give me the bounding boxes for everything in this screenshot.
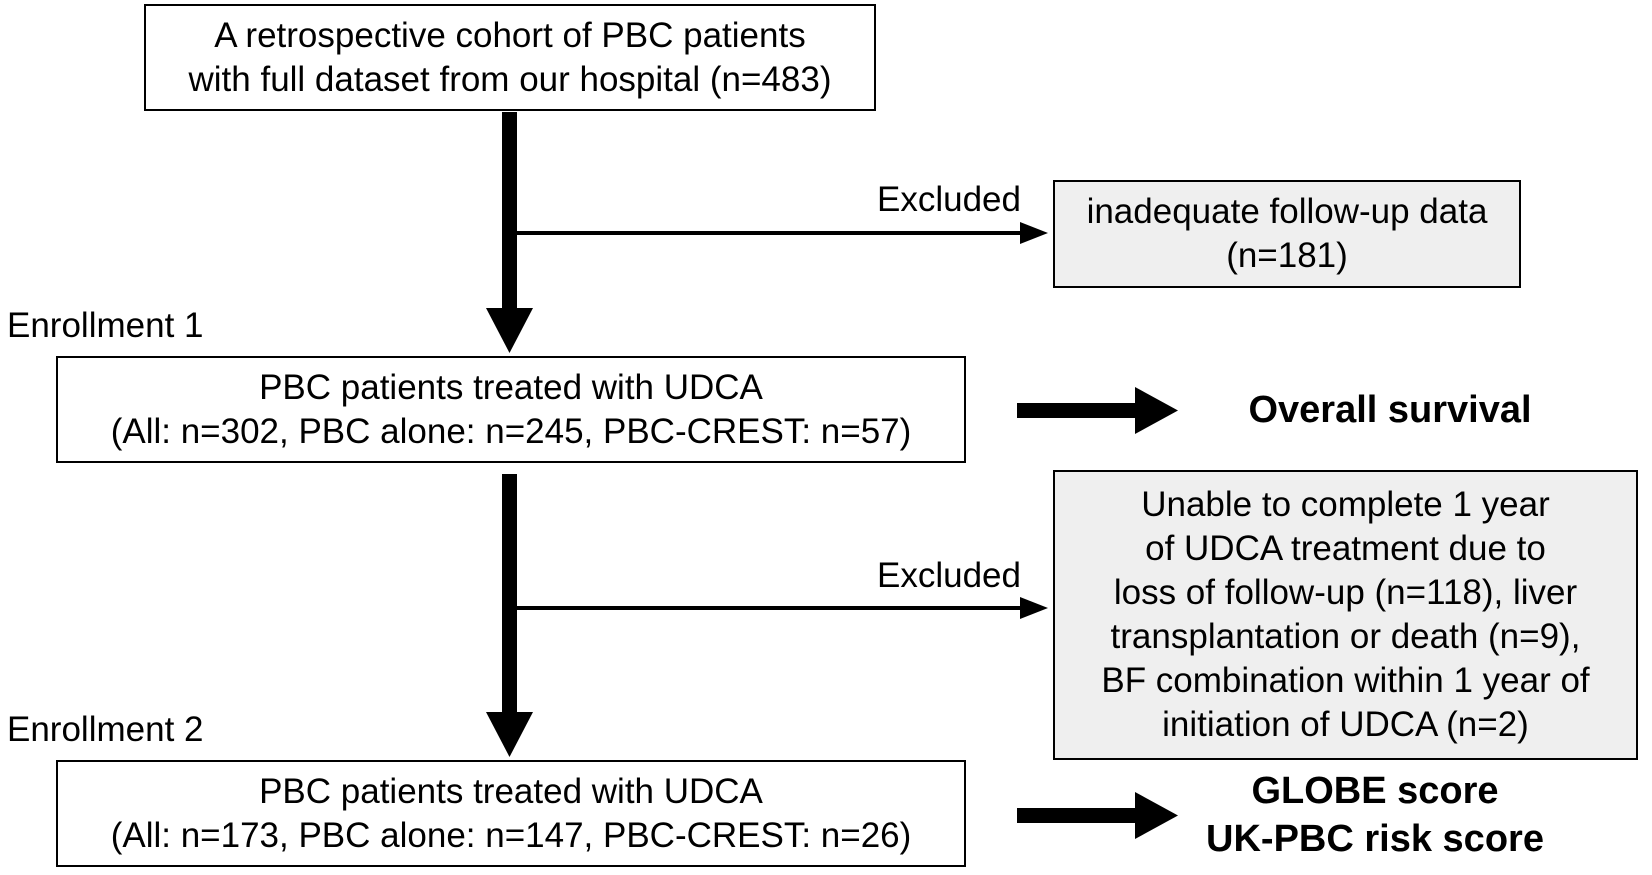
enrollment-1-box: PBC patients treated with UDCA (All: n=3… <box>56 356 966 463</box>
excluded-2-line-3: loss of follow-up (n=118), liver <box>1113 573 1578 612</box>
arrow-to-risk-scores <box>1017 792 1178 839</box>
arrow-exclusion-1 <box>509 222 1048 244</box>
cohort-line-2: with full dataset from our hospital (n=4… <box>188 59 832 99</box>
excluded-label-2: Excluded <box>877 556 1021 595</box>
arrow-to-overall-survival <box>1017 387 1178 434</box>
cohort-box: A retrospective cohort of PBC patients w… <box>144 4 876 111</box>
excluded-2-line-2: of UDCA treatment due to <box>1145 529 1546 568</box>
outcome-2-line-2: UK-PBC risk score <box>1206 818 1544 860</box>
excluded-box-1: inadequate follow-up data (n=181) <box>1053 180 1521 288</box>
excluded-2-line-6: initiation of UDCA (n=2) <box>1162 705 1529 744</box>
enrollment-1-line-1: PBC patients treated with UDCA <box>259 367 763 407</box>
excluded-box-2: Unable to complete 1 year of UDCA treatm… <box>1053 470 1638 760</box>
cohort-line-1: A retrospective cohort of PBC patients <box>214 15 806 55</box>
outcome-2-line-1: GLOBE score <box>1251 770 1499 812</box>
enrollment-2-line-2: (All: n=173, PBC alone: n=147, PBC-CREST… <box>110 815 912 855</box>
excluded-1-line-1: inadequate follow-up data <box>1086 192 1488 231</box>
excluded-2-line-1: Unable to complete 1 year <box>1141 485 1550 524</box>
enrollment-2-label: Enrollment 2 <box>7 710 204 749</box>
outcome-risk-scores: GLOBE score UK-PBC risk score <box>1185 767 1565 863</box>
enrollment-1-line-2: (All: n=302, PBC alone: n=245, PBC-CREST… <box>110 411 912 451</box>
arrow-exclusion-2 <box>509 597 1048 619</box>
arrow-cohort-to-enrollment-1 <box>486 112 533 353</box>
arrow-enrollment-1-to-enrollment-2 <box>486 474 533 757</box>
excluded-label-1: Excluded <box>877 180 1021 219</box>
enrollment-2-line-1: PBC patients treated with UDCA <box>259 771 763 811</box>
outcome-overall-survival: Overall survival <box>1190 386 1590 434</box>
excluded-2-line-4: transplantation or death (n=9), <box>1110 617 1581 656</box>
excluded-2-line-5: BF combination within 1 year of <box>1101 661 1590 700</box>
excluded-1-line-2: (n=181) <box>1226 236 1348 275</box>
enrollment-2-box: PBC patients treated with UDCA (All: n=1… <box>56 760 966 867</box>
enrollment-1-label: Enrollment 1 <box>7 306 204 345</box>
outcome-1-line-1: Overall survival <box>1248 389 1532 431</box>
